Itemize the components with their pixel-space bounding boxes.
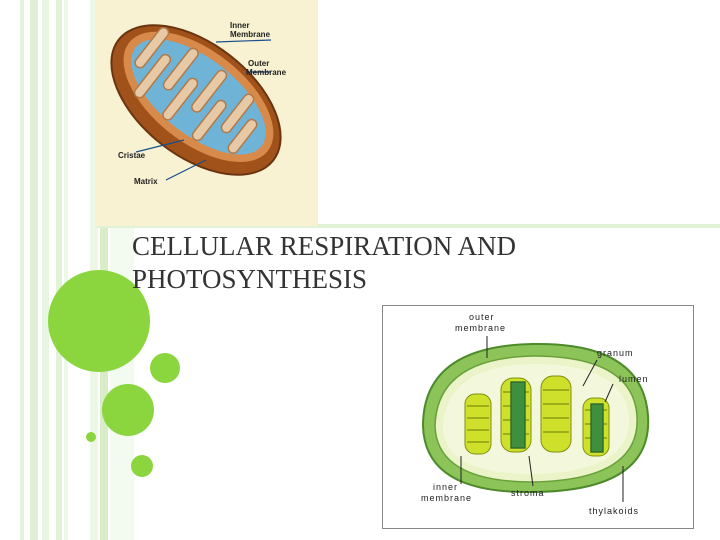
decorative-circle: [102, 384, 154, 436]
label-lumen: lumen: [619, 374, 649, 384]
label-stroma: stroma: [511, 488, 545, 498]
label-granum: granum: [597, 348, 634, 358]
decorative-circle: [131, 455, 153, 477]
background-stripe: [64, 0, 68, 540]
background-stripe: [56, 0, 62, 540]
decorative-circle: [150, 353, 180, 383]
title-line-2: PHOTOSYNTHESIS: [132, 264, 368, 294]
cristae-folds: [133, 26, 258, 154]
label-cristae: Cristae: [118, 151, 146, 160]
divider-line: [96, 224, 720, 228]
label-thylakoids: thylakoids: [589, 506, 639, 516]
decorative-circle: [48, 270, 150, 372]
label-inner-membrane: Inner Membrane: [230, 21, 271, 39]
label-matrix: Matrix: [134, 177, 158, 186]
background-stripe: [30, 0, 38, 540]
decorative-circle: [86, 432, 96, 442]
label-outer-membrane: Outer Membrane: [246, 59, 287, 77]
chloroplast-diagram: outer membrane granum lumen inner membra…: [421, 312, 650, 516]
label-outer-membrane: outer membrane: [455, 312, 506, 333]
slide-title: CELLULAR RESPIRATION AND PHOTOSYNTHESIS: [132, 230, 672, 296]
title-line-1: CELLULAR RESPIRATION AND: [132, 231, 517, 261]
mitochondrion-image: Inner Membrane Outer Membrane Cristae Ma…: [96, 0, 318, 226]
label-inner-membrane: inner membrane: [421, 482, 472, 503]
background-stripe: [42, 0, 49, 540]
granum-highlight: [510, 381, 604, 453]
chloroplast-image: outer membrane granum lumen inner membra…: [382, 305, 694, 529]
background-stripe: [20, 0, 24, 540]
mitochondrion-diagram: Inner Membrane Outer Membrane Cristae Ma…: [110, 21, 287, 186]
